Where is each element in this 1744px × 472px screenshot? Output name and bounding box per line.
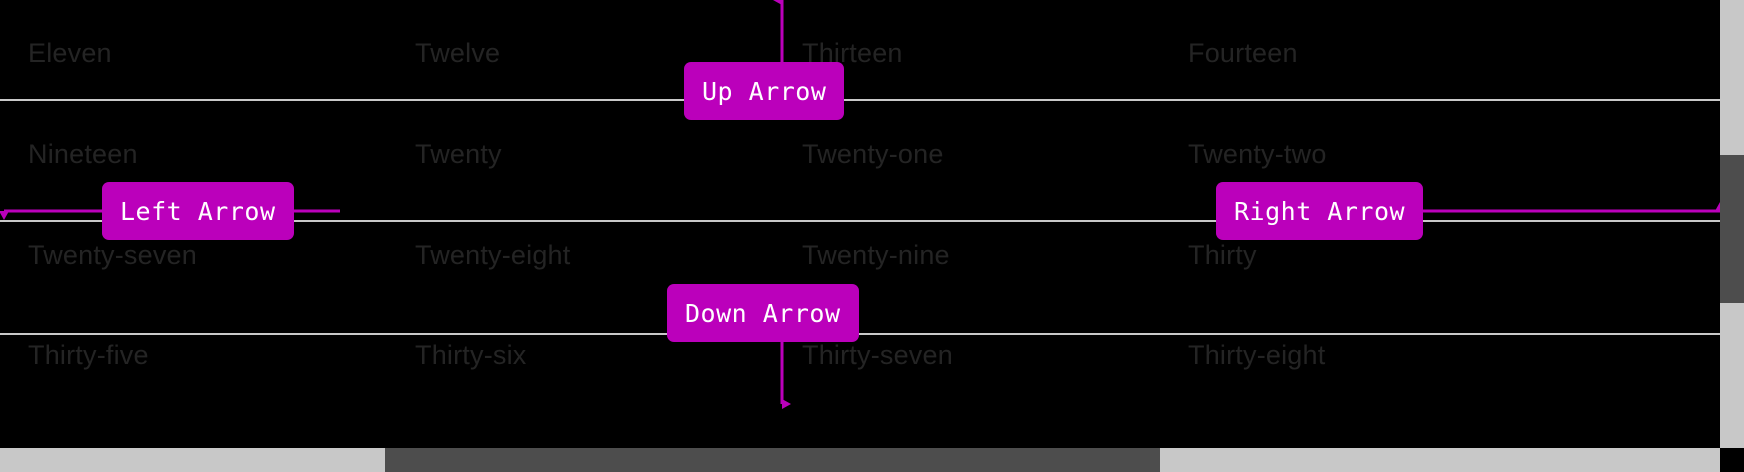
scrollbar-corner	[1720, 448, 1744, 472]
grid-cell: Twenty-two	[1188, 139, 1327, 169]
separator-rule	[0, 99, 1720, 101]
grid-cell: Twenty-one	[802, 139, 944, 169]
horizontal-scrollbar-thumb[interactable]	[385, 448, 1160, 472]
grid-cell: Thirty-five	[28, 340, 149, 370]
down-arrow-label[interactable]: Down Arrow	[667, 284, 859, 342]
grid-cell: Fourteen	[1188, 38, 1298, 68]
grid-cell: Eleven	[28, 38, 112, 68]
grid-cell: Thirty	[1188, 240, 1257, 270]
right-arrow-label[interactable]: Right Arrow	[1216, 182, 1424, 240]
grid-cell: Twenty-eight	[415, 240, 571, 270]
vertical-scrollbar[interactable]	[1720, 0, 1744, 448]
grid-cell: Twenty-nine	[802, 240, 950, 270]
grid-cell: Nineteen	[28, 139, 138, 169]
vertical-scrollbar-thumb[interactable]	[1720, 155, 1744, 303]
grid-cell: Thirty-seven	[802, 340, 953, 370]
grid-cell: Twenty-seven	[28, 240, 197, 270]
grid-cell: Twelve	[415, 38, 501, 68]
horizontal-scrollbar[interactable]	[0, 448, 1720, 472]
separator-rule	[0, 220, 1720, 222]
grid-cell: Thirty-six	[415, 340, 527, 370]
up-arrow-label[interactable]: Up Arrow	[684, 62, 845, 120]
left-arrow-label[interactable]: Left Arrow	[102, 182, 294, 240]
grid-cell: Twenty	[415, 139, 502, 169]
grid-cell: Thirty-eight	[1188, 340, 1326, 370]
separator-rule	[0, 333, 1720, 335]
